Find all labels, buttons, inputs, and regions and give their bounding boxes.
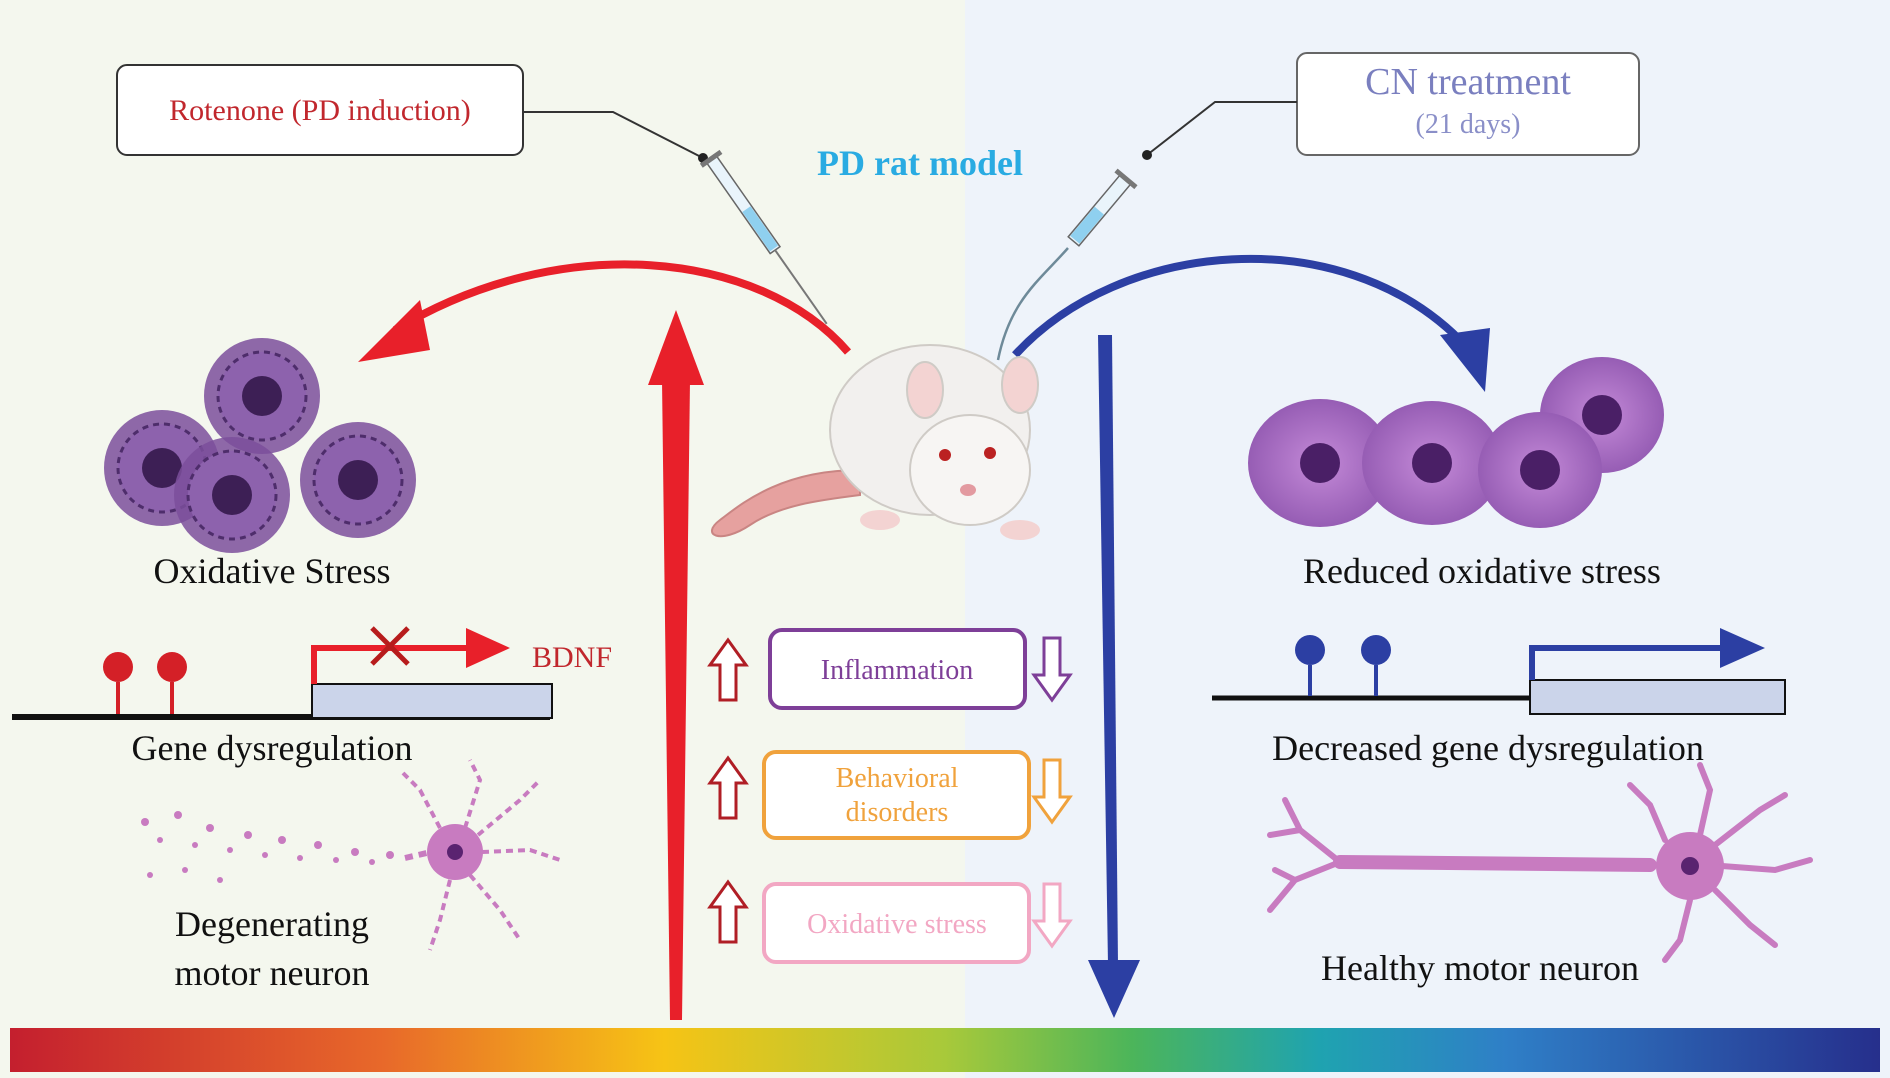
- effect-label-inflammation: Inflammation: [821, 655, 973, 686]
- rat-icon: [710, 344, 1040, 540]
- cn-connector-dot: [1142, 150, 1152, 160]
- blue-curved-arrowhead: [1440, 328, 1490, 392]
- red-vertical-arrowhead: [648, 310, 704, 385]
- healthy-neuron-label: Healthy motor neuron: [1321, 948, 1639, 988]
- left-syringe-icon: [699, 149, 828, 325]
- up-arrow-behavioral: [707, 755, 749, 820]
- effect-label-oxidative: Oxidative stress: [807, 909, 987, 940]
- gene-dysregulation-label: Gene dysregulation: [132, 728, 413, 768]
- page-title: PD rat model: [817, 143, 1023, 183]
- right-gene-diagram: [1212, 628, 1786, 715]
- spectrum-bar: [10, 1028, 1880, 1072]
- blue-vertical-arrow: [1098, 335, 1118, 965]
- oxidative-stress-label: Oxidative Stress: [154, 551, 391, 591]
- red-curved-arrow: [392, 260, 852, 355]
- up-arrow-oxidative: [707, 879, 749, 944]
- degenerating-neuron-icon: [141, 759, 561, 951]
- bdnf-label: BDNF: [532, 641, 612, 674]
- reduced-oxidative-stress-label: Reduced oxidative stress: [1303, 551, 1661, 591]
- red-vertical-arrow: [662, 380, 690, 1020]
- effect-box-inflammation: [768, 628, 1027, 710]
- blue-vertical-arrowhead: [1088, 960, 1140, 1018]
- down-arrow-behavioral: [1031, 758, 1073, 825]
- cn-treatment-title: CN treatment: [1365, 61, 1571, 103]
- decreased-gene-dysregulation-label: Decreased gene dysregulation: [1272, 728, 1704, 768]
- healthy-neuron-icon: [1267, 762, 1813, 963]
- effect-box-oxidative: [762, 882, 1031, 964]
- down-arrow-inflammation: [1031, 636, 1073, 703]
- damaged-cells: [104, 338, 416, 553]
- down-arrow-oxidative: [1031, 882, 1073, 949]
- effect-label-behavioral-1: Behavioral: [836, 763, 959, 794]
- cn-connector: [1146, 101, 1297, 156]
- effect-box-behavioral: [762, 750, 1031, 840]
- rotenone-label: Rotenone (PD induction): [169, 94, 471, 127]
- up-arrow-inflammation: [707, 637, 749, 702]
- rotenone-box: Rotenone (PD induction): [116, 64, 524, 156]
- effects-panel: Inflammation Behavioral disorders Oxidat…: [707, 628, 1073, 964]
- blue-curved-arrow: [1012, 254, 1463, 358]
- left-gene-diagram: [12, 626, 553, 720]
- red-curved-arrowhead: [358, 300, 430, 362]
- cn-treatment-duration: (21 days): [1416, 109, 1521, 140]
- degenerating-neuron-label-1: Degenerating: [175, 904, 369, 944]
- effect-label-behavioral-2: disorders: [846, 797, 949, 828]
- cn-treatment-box: CN treatment (21 days): [1296, 52, 1640, 156]
- right-syringe-icon: [1067, 168, 1138, 247]
- rotenone-connector: [523, 111, 704, 159]
- degenerating-neuron-label-2: motor neuron: [175, 953, 370, 993]
- healthy-cells: [1248, 357, 1664, 528]
- right-needle-tube: [996, 247, 1069, 361]
